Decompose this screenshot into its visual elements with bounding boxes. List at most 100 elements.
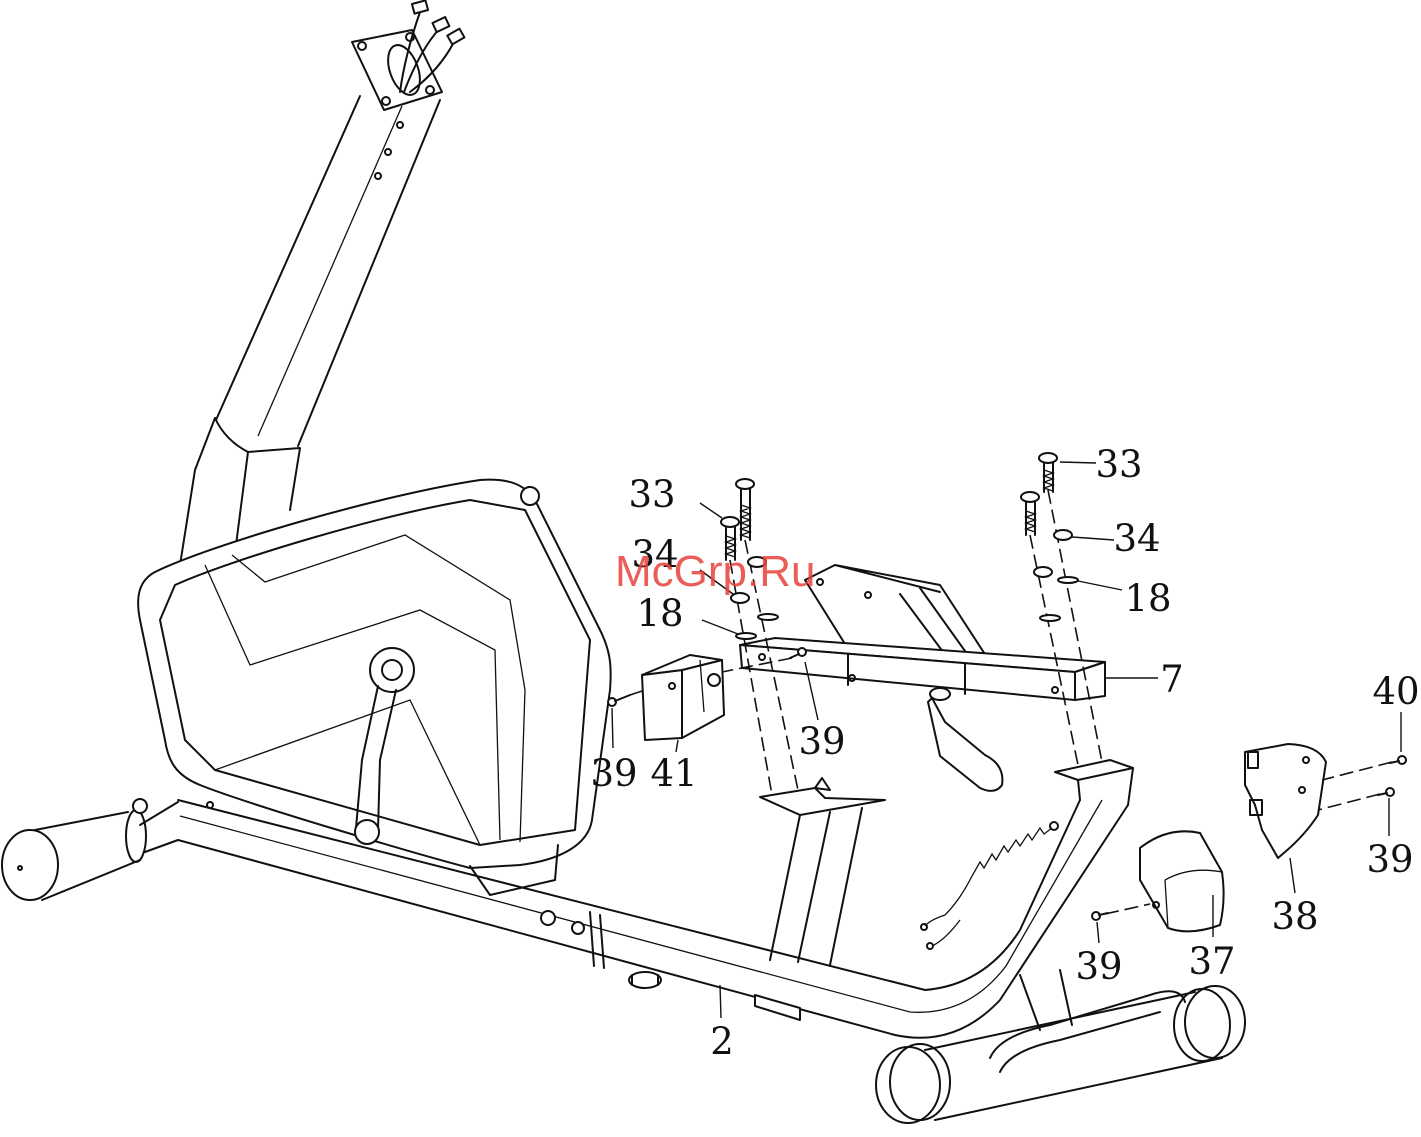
- seat-post-hole: [397, 122, 403, 128]
- front-stabilizer-bottom-edge: [935, 1058, 1222, 1120]
- callout-38: 38: [1271, 895, 1318, 938]
- front-end-cap-right: [1185, 986, 1245, 1058]
- frame-bracket-tab: [755, 995, 800, 1020]
- upright-top-plate: [1055, 760, 1133, 780]
- slider-frame-hole: [865, 592, 871, 598]
- cable-clamp: [1050, 822, 1058, 830]
- seat-post-hole: [375, 173, 381, 179]
- callout-39-lower: 39: [1075, 945, 1122, 988]
- callout-39-left: 39: [590, 752, 637, 795]
- lock-nut: [1054, 530, 1072, 540]
- callout-7: 7: [1160, 658, 1184, 701]
- front-stabilizer: [876, 970, 1245, 1123]
- pedal-spindle: [355, 820, 379, 844]
- carriage-bolt-head: [721, 517, 739, 527]
- flywheel-housing: [138, 480, 611, 895]
- screw-head: [608, 698, 616, 706]
- flat-washer: [1058, 577, 1078, 583]
- carriage-bolt-thread: [1044, 470, 1053, 491]
- slider-frame-hole: [817, 579, 823, 585]
- callout-41: 41: [650, 752, 697, 795]
- leader-18-left: [702, 620, 738, 634]
- assembly-axis: [1322, 762, 1392, 780]
- carriage-bolt-thread: [741, 505, 750, 538]
- carriage-bolt-head: [1039, 453, 1057, 463]
- screw-head: [1092, 912, 1100, 920]
- cover-37-shell: [1140, 831, 1224, 931]
- seat-post-left-edge: [216, 96, 360, 420]
- callout-37: 37: [1188, 940, 1235, 983]
- screw-shank: [1378, 793, 1387, 795]
- sleeve-top-edge: [215, 418, 300, 510]
- front-handle-loop: [990, 991, 1185, 1072]
- sensor-cable: [925, 915, 960, 946]
- rear-adjust-knob: [133, 799, 147, 813]
- flat-washer: [758, 614, 778, 620]
- callout-2: 2: [710, 1020, 734, 1063]
- support-post-plate: [760, 788, 885, 815]
- seat-post-inner-edge: [258, 106, 402, 436]
- front-end-cap-left: [876, 1047, 940, 1123]
- rear-stabilizer-top-edge: [35, 812, 128, 830]
- sleeve-left-edge: [180, 418, 215, 565]
- screw-shank: [615, 695, 630, 701]
- leader-39-lower: [1097, 922, 1099, 943]
- tension-spring-cable: [945, 828, 1052, 915]
- frame-sleeve: [590, 912, 604, 968]
- seat-post-right-edge: [298, 100, 440, 446]
- callout-33-right: 33: [1095, 443, 1142, 486]
- leader-38: [1290, 858, 1295, 893]
- main-frame-top-edge: [178, 800, 1080, 990]
- callout-34-right: 34: [1113, 517, 1160, 560]
- callout-18-right: 18: [1124, 577, 1171, 620]
- flat-washer: [1040, 615, 1060, 621]
- housing-top-knob: [521, 487, 539, 505]
- screw-head: [1398, 756, 1406, 764]
- leader-39-left: [612, 708, 613, 748]
- screw-shank: [1099, 913, 1108, 915]
- screw-head: [1386, 788, 1394, 796]
- cable-plug: [927, 943, 933, 949]
- leader-2: [720, 985, 721, 1018]
- flat-washer: [736, 633, 756, 639]
- cable-plug: [921, 924, 927, 930]
- rear-stabilizer: [2, 799, 178, 900]
- carriage-bolt-head: [736, 479, 754, 489]
- assembly-axis: [1318, 794, 1380, 810]
- frame-bolt-head: [572, 922, 584, 934]
- wire-connector: [412, 0, 428, 13]
- support-post-tab: [815, 778, 830, 790]
- crank-hub: [370, 648, 414, 692]
- cover-41-front-face: [642, 670, 682, 740]
- carriage-bolt-thread: [1026, 511, 1035, 532]
- lock-nut: [1034, 567, 1052, 577]
- callout-39-right: 39: [1366, 838, 1413, 881]
- front-cover-41: [642, 655, 724, 740]
- callout-33-left: 33: [628, 473, 675, 516]
- leader-33-left: [700, 503, 722, 518]
- leader-18-right: [1078, 581, 1122, 590]
- seat-slider-bracket: [740, 565, 1105, 791]
- callout-18-left: 18: [636, 592, 683, 635]
- wire-connector: [447, 29, 464, 45]
- callout-40: 40: [1372, 670, 1419, 713]
- seat-support-post: [760, 778, 885, 965]
- leader-33-right: [1060, 462, 1096, 463]
- frame-adjust-knob: [629, 972, 661, 988]
- wire-connector: [432, 17, 449, 32]
- frame-bolt-head: [541, 911, 555, 925]
- housing-screw: [207, 802, 213, 808]
- assembly-axis: [1105, 904, 1150, 914]
- sleeve-inner-edge: [236, 452, 248, 545]
- carriage-bolt-head: [1021, 492, 1039, 502]
- leader-41: [676, 740, 678, 752]
- side-cover-38: [1245, 744, 1326, 858]
- leader-34-right: [1072, 537, 1114, 540]
- watermark-text: McGrp.Ru: [615, 547, 815, 596]
- rear-stabilizer-joint: [126, 810, 146, 862]
- seat-post: [216, 0, 464, 446]
- seat-lock-lever: [928, 698, 1002, 791]
- callout-39-center: 39: [798, 720, 845, 763]
- rear-end-cap: [2, 830, 58, 900]
